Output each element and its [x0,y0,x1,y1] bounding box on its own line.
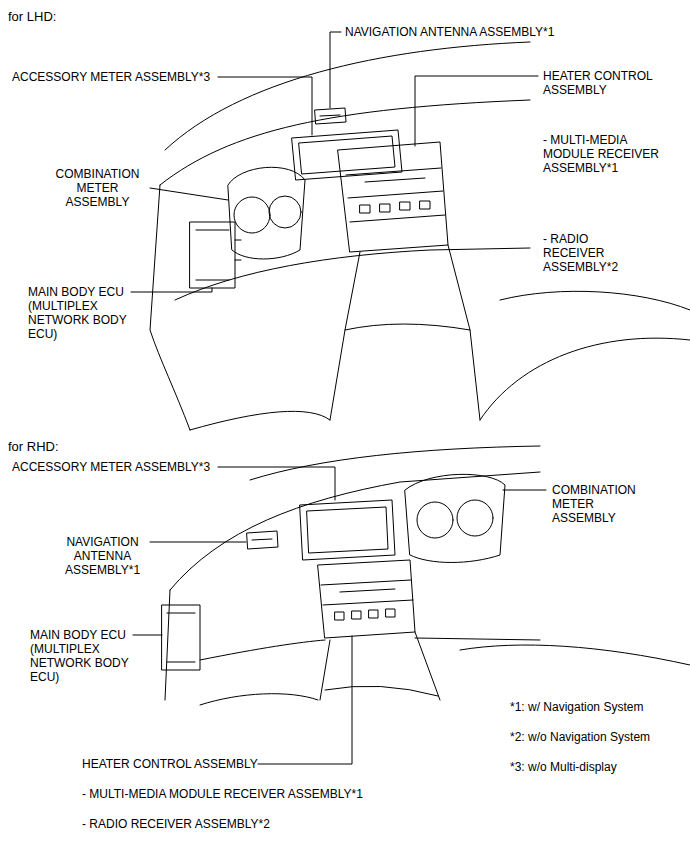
dash-lower [200,638,540,660]
leader-line [503,490,546,491]
floor [190,411,330,430]
part-label: - MULTI-MEDIA MODULE RECEIVER ASSEMBLY*1 [543,133,668,175]
part-label: - RADIO RECEIVER ASSEMBLY*2 [543,232,643,274]
part-label: - RADIO RECEIVER ASSEMBLY*2 [82,817,270,831]
footnote: *3: w/o Multi-display [510,760,617,774]
part-label: ACCESSORY METER ASSEMBLY*3 [12,460,210,474]
door-line [150,185,190,430]
part-label: NAVIGATION ANTENNA ASSEMBLY*1 [55,535,150,577]
rhd-dashboard [162,446,690,705]
view-heading: for RHD: [8,440,59,454]
footnote: *2: w/o Navigation System [510,730,650,744]
part-label: HEATER CONTROL ASSEMBLY [82,757,258,771]
ecu-detail [167,613,195,662]
main-body-ecu [190,222,235,288]
navigation-antenna [315,108,346,124]
center-stack [338,142,448,252]
seat [460,645,690,665]
footnote: *1: w/ Navigation System [510,700,643,714]
combination-meter [405,474,505,562]
panel-line [346,168,445,222]
part-label: HEATER CONTROL ASSEMBLY [543,69,658,97]
display-screen [307,507,388,553]
leader-lines [133,467,546,764]
part-label: NAVIGATION ANTENNA ASSEMBLY*1 [345,25,554,39]
door-line [165,590,170,700]
gauge [269,196,301,228]
floor [200,694,318,705]
display-screen [299,136,395,174]
navigation-antenna [247,531,278,549]
leader-line [415,76,538,146]
disc-slot [365,178,425,182]
part-label: COMBINATION METER ASSEMBLY [50,167,145,209]
gauge [234,197,270,233]
part-label: MAIN BODY ECU (MULTIPLEX NETWORK BODY EC… [30,628,145,684]
leader-line [133,635,162,636]
gauge [417,502,453,538]
console [320,632,440,700]
leader-line [150,542,246,543]
buttons [335,609,395,620]
dash-top [170,472,540,590]
gauge [457,500,493,536]
part-label: COMBINATION METER ASSEMBLY [552,483,652,525]
panel-line [321,580,413,605]
disc-slot [340,589,395,592]
part-label: ACCESSORY METER ASSEMBLY*3 [12,70,210,84]
leader-line [218,77,312,135]
console [330,245,480,420]
seat [480,291,690,420]
part-label: MAIN BODY ECU (MULTIPLEX NETWORK BODY EC… [28,285,143,341]
buttons [360,201,430,213]
part-label: - MULTI-MEDIA MODULE RECEIVER ASSEMBLY*1 [82,787,363,801]
center-stack [318,560,415,638]
ecu-detail [196,230,241,280]
view-heading: for LHD: [8,10,56,24]
leader-line [258,636,352,764]
leader-line [218,467,335,500]
combination-meter [228,167,305,259]
accessory-meter [300,500,395,560]
dash-top [160,100,530,185]
leader-line [150,188,228,200]
lhd-dashboard [150,42,690,430]
leader-line [131,288,212,292]
leader-line [330,32,341,108]
